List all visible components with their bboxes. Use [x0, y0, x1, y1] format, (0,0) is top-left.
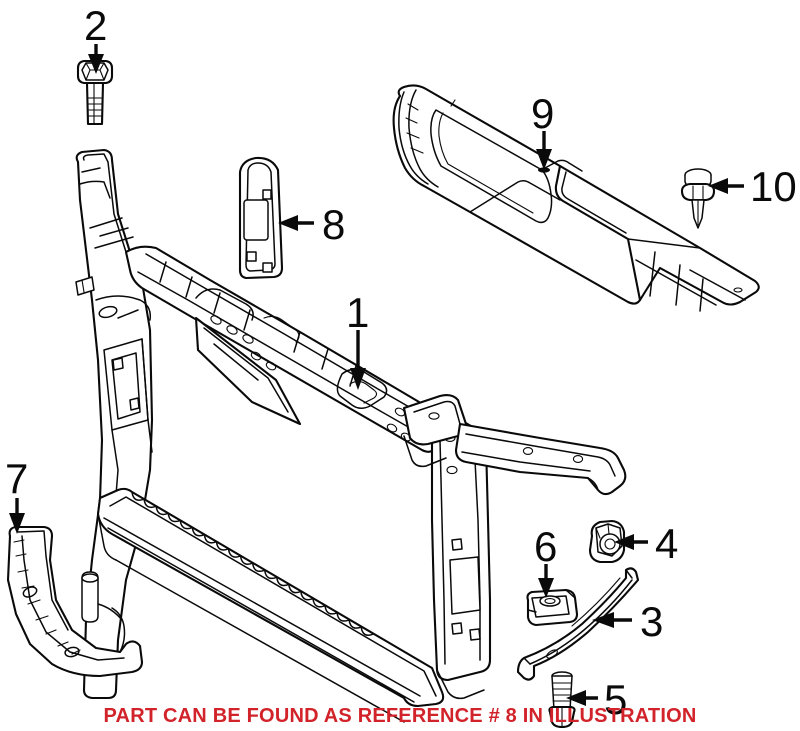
callout-number-6: 6 [534, 523, 558, 570]
callout-number-4: 4 [655, 520, 679, 567]
callout-number-8: 8 [322, 201, 346, 248]
callout-arrows [9, 44, 744, 706]
callout-number-2: 2 [84, 2, 108, 49]
part-2-hex-flange-bolt [76, 59, 114, 126]
callout-number-9: 9 [531, 90, 555, 137]
part-6-clip-nut-plate [526, 588, 579, 627]
part-5-lower-mounting-bolt [548, 671, 576, 729]
part-7-left-side-bracket [6, 525, 144, 678]
part-4-flange-nut [588, 519, 626, 564]
part-9-upper-air-deflector-panel [392, 84, 760, 312]
callout-number-1: 1 [346, 289, 370, 336]
part-1-radiator-support-assembly [75, 148, 627, 723]
reference-note: PART CAN BE FOUND AS REFERENCE # 8 IN IL… [103, 705, 697, 727]
callout-number-5: 5 [604, 676, 628, 723]
callout-number-3: 3 [640, 598, 664, 645]
callout-number-7: 7 [5, 455, 29, 502]
callout-number-10: 10 [750, 163, 797, 210]
part-10-push-pin-retainer-clip [680, 168, 716, 229]
part-8-mounting-plate-bracket [238, 156, 284, 280]
part-3-curved-support-brace [516, 567, 640, 681]
